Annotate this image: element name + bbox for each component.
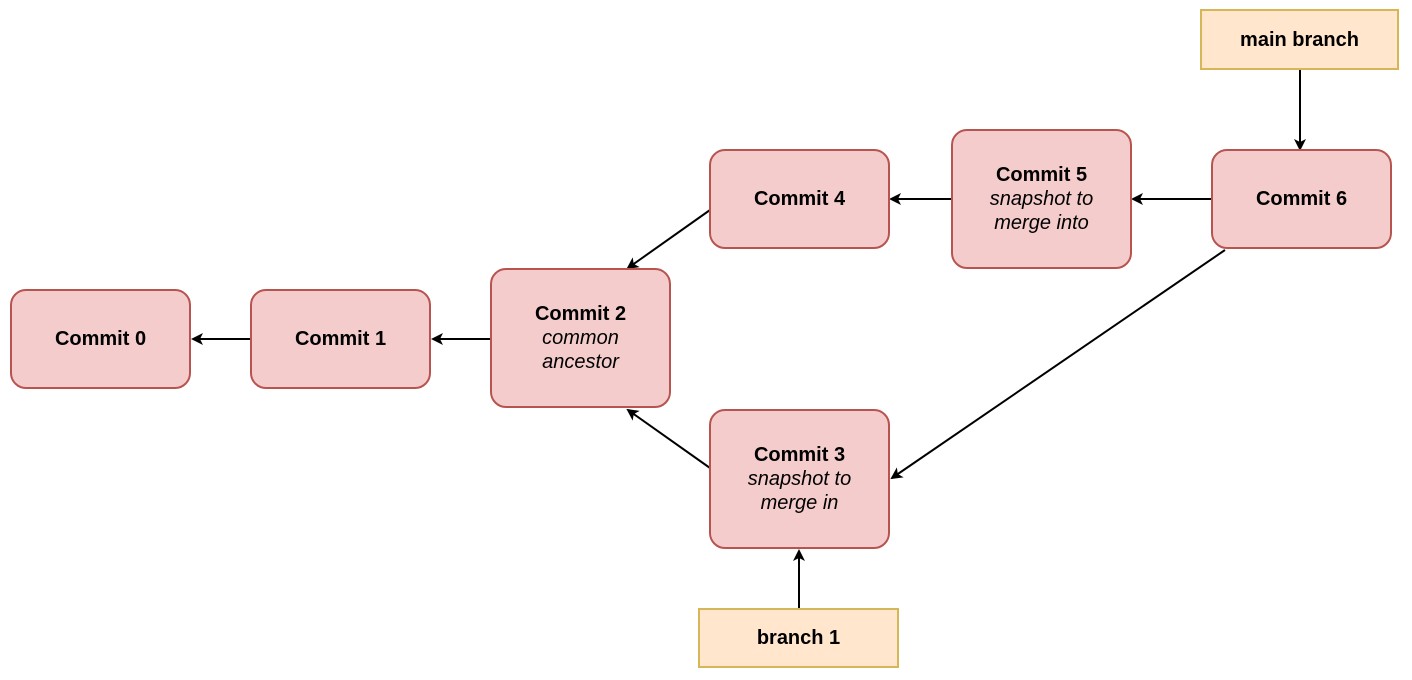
- commit-5-title: Commit 5: [995, 164, 1088, 186]
- main-branch-label: main branch: [1200, 9, 1399, 70]
- commit-0-node: Commit 0: [10, 289, 191, 389]
- commit-2-node: Commit 2 common ancestor: [490, 268, 671, 408]
- commit-1-title: Commit 1: [294, 328, 387, 350]
- commit-4-title: Commit 4: [753, 188, 846, 210]
- edge-commit3-to-commit2: [626, 408, 711, 469]
- commit-2-subtitle-line2: ancestor: [542, 351, 619, 373]
- commit-6-node: Commit 6: [1211, 149, 1392, 249]
- main-branch-title: main branch: [1240, 28, 1359, 51]
- commit-3-title: Commit 3: [753, 444, 846, 466]
- commit-5-node: Commit 5 snapshot to merge into: [951, 129, 1132, 269]
- branch-1-label: branch 1: [698, 608, 899, 668]
- commit-3-subtitle-line1: snapshot to: [747, 468, 852, 490]
- commit-5-subtitle-line1: snapshot to: [989, 188, 1094, 210]
- commit-0-title: Commit 0: [54, 328, 147, 350]
- commit-3-subtitle-line2: merge in: [760, 492, 839, 514]
- commit-5-subtitle-line2: merge into: [994, 212, 1089, 234]
- edge-commit4-to-commit2: [626, 209, 711, 270]
- commit-4-node: Commit 4: [709, 149, 890, 249]
- branch-1-title: branch 1: [756, 627, 841, 649]
- commit-1-node: Commit 1: [250, 289, 431, 389]
- commit-2-title: Commit 2: [534, 303, 627, 325]
- commit-6-title: Commit 6: [1255, 188, 1348, 210]
- edge-commit6-to-commit3: [890, 249, 1226, 480]
- commit-3-node: Commit 3 snapshot to merge in: [709, 409, 890, 549]
- commit-2-subtitle-line1: common: [542, 327, 619, 349]
